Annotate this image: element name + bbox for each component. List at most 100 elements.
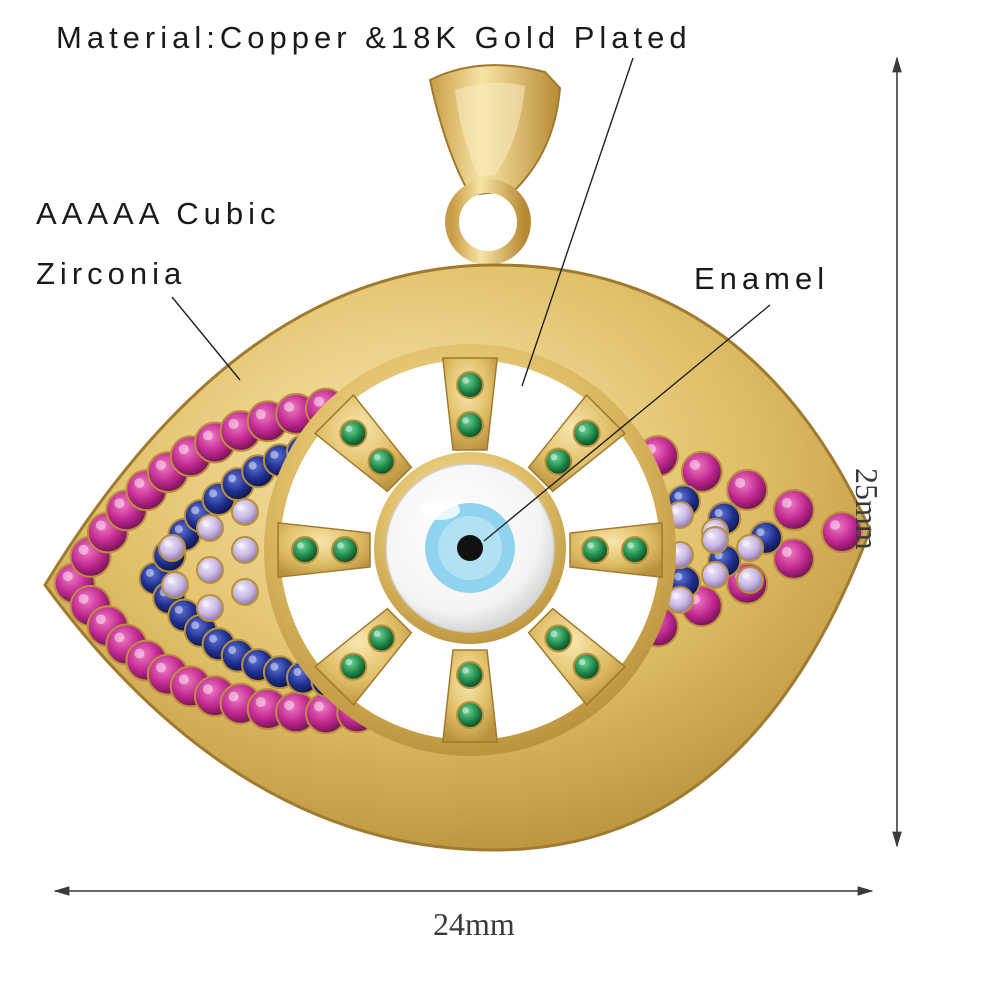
height-dimension: 25mm [849,468,885,550]
green-zirconia-spokes [291,371,649,729]
stone-highlight [202,520,209,527]
zirconia-stone [339,419,368,448]
stone-highlight [167,577,174,584]
stone-highlight [95,520,106,531]
stone-highlight [248,655,257,664]
zirconia-stone [331,536,359,564]
stone-highlight [742,540,749,547]
zirconia-stone [456,371,484,399]
stone-highlight [284,700,295,711]
stone-highlight [114,498,125,509]
zirconia-stone [726,468,769,511]
zirconia-label-line2: Zirconia [36,256,187,291]
stone-highlight [191,506,200,515]
stone-highlight [781,497,792,508]
stone-highlight [550,630,558,638]
zirconia-stone [231,536,259,564]
enamel-label: Enamel [694,261,830,296]
material-label: Material:Copper &18K Gold Plated [56,20,692,55]
stone-highlight [95,614,106,625]
stone-highlight [735,477,746,488]
stone-highlight [270,662,279,671]
stone-highlight [270,450,279,459]
zirconia-stone [456,411,484,439]
stone-highlight [297,542,304,549]
stone-highlight [145,568,154,577]
stone-highlight [550,453,558,461]
stone-highlight [155,460,166,471]
stone-highlight [114,632,125,643]
zirconia-stone [772,488,815,531]
stone-highlight [228,418,239,429]
stone-highlight [578,658,586,666]
stone-highlight [134,478,145,489]
stone-highlight [578,425,586,433]
stone-highlight [674,572,683,581]
stone-highlight [462,377,469,384]
zirconia-stone [772,537,815,580]
stone-highlight [756,528,765,537]
zirconia-stone [367,447,396,476]
zirconia-stone [367,624,396,653]
stone-highlight [202,562,209,569]
stone-highlight [707,532,714,539]
zirconia-stone [680,450,723,493]
leader-lines [171,57,771,542]
zirconia-stone [544,447,573,476]
zirconia-stone [736,534,764,562]
width-dimension: 24mm [433,906,515,942]
stone-highlight [255,409,266,420]
zirconia-stone [701,526,729,554]
stone-highlight [209,489,218,498]
stone-highlight [202,600,209,607]
zirconia-stone [196,514,224,542]
stone-highlight [78,544,89,555]
stone-highlight [191,621,200,630]
stone-highlight [313,396,324,407]
stone-highlight [248,461,257,470]
zirconia-stone [572,419,601,448]
zirconia-stone [821,511,863,554]
stone-highlight [62,571,73,582]
stone-highlight [627,542,634,549]
zirconia-stone [196,556,224,584]
stone-highlight [202,684,213,695]
zirconia-stone [456,661,484,689]
stone-highlight [672,507,679,514]
stone-highlight [178,674,189,685]
zirconia-stone [231,498,259,526]
stone-highlight [174,605,183,614]
stone-highlight [237,584,244,591]
stone-highlight [237,542,244,549]
stone-highlight [462,667,469,674]
zirconia-stone [196,594,224,622]
zirconia-label-line1: AAAAA Cubic [36,196,281,231]
lavender-zirconia-cluster [158,498,764,622]
bail [428,64,562,265]
zirconia-stone [621,536,649,564]
zirconia-stone [339,652,368,681]
stone-highlight [155,662,166,673]
stone-highlight [587,542,594,549]
zirconia-stone [701,561,729,589]
stone-highlight [830,520,840,531]
zirconia-stone [736,566,764,594]
dimension-lines [53,56,902,896]
stone-highlight [202,430,213,441]
stone-highlight [293,667,302,676]
stone-highlight [462,707,469,714]
stone-highlight [313,701,324,712]
stone-highlight [178,444,189,455]
zirconia-stone [161,571,189,599]
stone-highlight [714,509,723,518]
stone-highlight [228,474,237,483]
zirconia-stone [572,652,601,681]
enamel-eye [374,452,566,644]
zirconia-stone [456,701,484,729]
stone-highlight [707,567,714,574]
stone-highlight [78,593,89,604]
stone-highlight [345,425,353,433]
stone-highlight [164,540,171,547]
zirconia-stone [231,578,259,606]
